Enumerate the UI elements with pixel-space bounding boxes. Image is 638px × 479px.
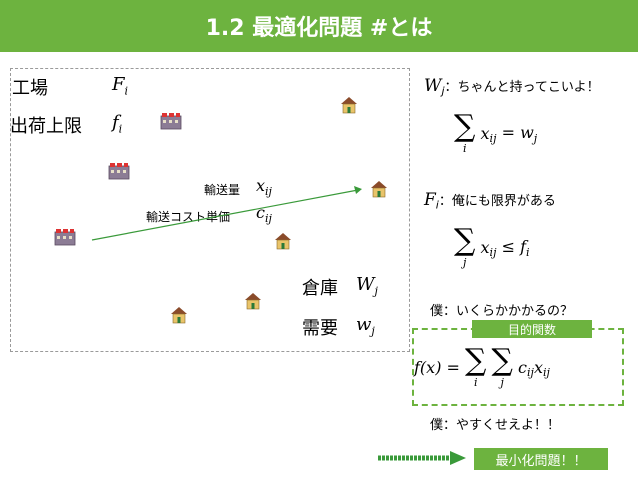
warehouse-label: 倉庫 (302, 278, 338, 299)
factory-label: 工場 (12, 78, 48, 99)
conclusion-badge: 最小化問題！！ (474, 448, 608, 470)
network-map (10, 68, 410, 352)
supply-constraint-note: Fi：俺にも限界がある (424, 190, 556, 212)
house-icon (171, 307, 187, 324)
factory-icon (108, 163, 130, 180)
slide-title: 1.2 最適化問題 #とは (0, 0, 638, 52)
factory-symbol: Fi (112, 74, 129, 98)
house-icon (275, 233, 291, 250)
objective-question: 僕：いくらかかかるの？ (430, 304, 574, 319)
factory-icon (160, 113, 182, 130)
demand-constraint-note: Wj：ちゃんと持ってこいよ！ (424, 76, 600, 98)
demand-constraint-equation: ∑ i xij = wj (454, 109, 538, 156)
objective-answer: 僕：やすくせえよ！！ (430, 418, 561, 433)
supply-constraint-equation: ∑ j xij ≤ fi (454, 223, 530, 270)
sigma-icon: ∑ (491, 343, 513, 378)
objective-equation: f(x) = ∑ i ∑ j cijxij (414, 343, 550, 390)
warehouse-symbol: Wj (356, 274, 378, 298)
transport-cost-symbol: cij (256, 203, 272, 226)
capacity-symbol: fi (112, 112, 123, 136)
transport-qty-symbol: xij (256, 176, 272, 199)
factory-icon (54, 229, 76, 246)
demand-symbol: wj (356, 314, 375, 338)
sigma-icon: ∑ (454, 223, 476, 258)
sigma-icon: ∑ (454, 109, 476, 144)
house-icon (341, 97, 357, 114)
house-icon (371, 181, 387, 198)
objective-label: 目的関数 (472, 320, 592, 338)
arrow-right-icon (378, 451, 466, 465)
transport-qty-label: 輸送量 (204, 183, 241, 197)
sigma-icon: ∑ (465, 343, 487, 378)
transport-cost-label: 輸送コスト単価 (146, 210, 231, 224)
demand-label: 需要 (302, 318, 338, 339)
capacity-label: 出荷上限 (10, 116, 82, 137)
house-icon (245, 293, 261, 310)
